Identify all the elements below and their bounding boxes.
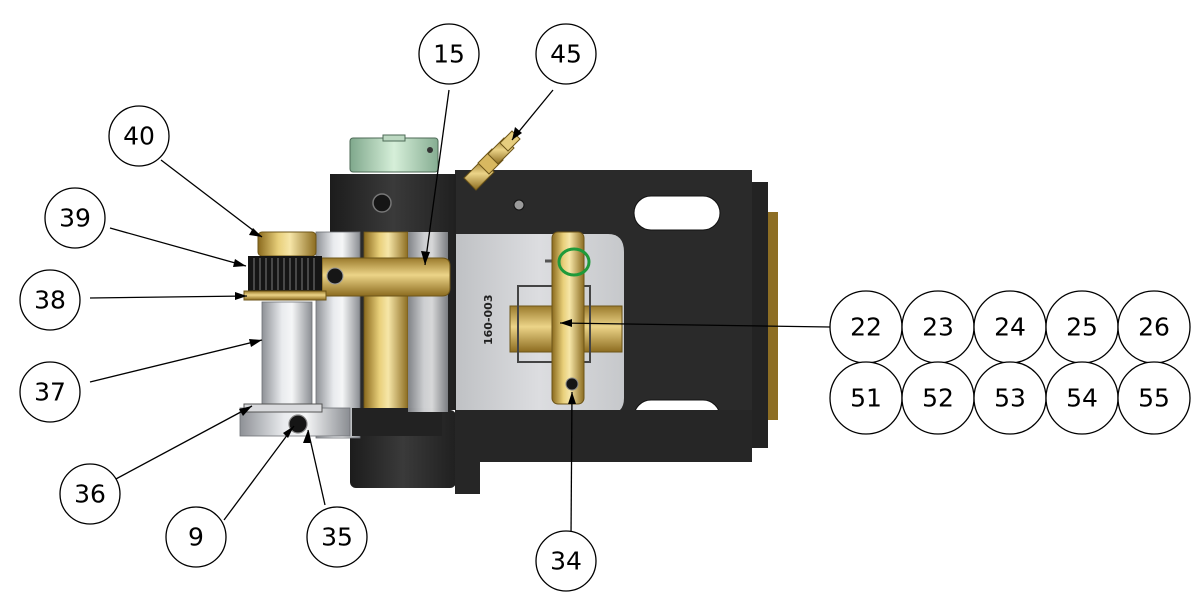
svg-text:39: 39 (59, 204, 91, 233)
svg-text:35: 35 (321, 523, 353, 552)
cap-nub (382, 134, 406, 142)
clamp-arm-screw (326, 267, 344, 285)
balloon-38: 38 (19, 269, 81, 331)
balloon-34: 34 (535, 530, 597, 592)
balloon-36: 36 (59, 463, 121, 525)
leader-lines (89, 89, 831, 538)
svg-text:55: 55 (1138, 384, 1170, 413)
balloon-26: 26 (1117, 290, 1191, 364)
svg-text:9: 9 (188, 523, 204, 552)
shaft-collar-lower (352, 408, 442, 436)
part-marking: 160-003 (482, 295, 495, 346)
svg-text:45: 45 (550, 40, 582, 69)
balloon-9: 9 (165, 506, 227, 568)
balloon-24: 24 (973, 290, 1047, 364)
svg-text:25: 25 (1066, 313, 1098, 342)
timing-pulley (248, 256, 322, 292)
balloon-51: 51 (829, 361, 903, 435)
svg-text:36: 36 (74, 480, 106, 509)
balloon-37: 37 (19, 361, 81, 423)
pin-set-screw (565, 377, 579, 391)
pulley-top-bushing (257, 231, 317, 257)
balloon-54: 54 (1045, 361, 1119, 435)
upper-slot (633, 195, 721, 231)
brass-clamp-arm (321, 257, 451, 297)
balloon-52: 52 (901, 361, 975, 435)
balloon-39: 39 (44, 187, 106, 249)
svg-text:40: 40 (123, 122, 155, 151)
top-cylinder-cap (349, 137, 439, 173)
svg-text:38: 38 (34, 286, 66, 315)
svg-text:37: 37 (34, 378, 66, 407)
pulley-shaft (261, 301, 313, 409)
balloon-40: 40 (108, 105, 170, 167)
svg-text:52: 52 (922, 384, 954, 413)
green-spring (557, 247, 591, 277)
bottom-screw (288, 414, 308, 434)
assembly-artwork: 160-003 (239, 130, 778, 494)
balloon-45: 45 (535, 23, 597, 85)
svg-text:15: 15 (433, 40, 465, 69)
balloon-55: 55 (1117, 361, 1191, 435)
rear-dark-plate (752, 182, 768, 448)
main-body-bottom (455, 410, 752, 494)
balloon-22: 22 (829, 290, 903, 364)
brass-pin (551, 231, 585, 405)
top-hex-screw (372, 193, 392, 213)
upper-hole (513, 199, 525, 211)
svg-text:54: 54 (1066, 384, 1098, 413)
pulley-washer (243, 290, 327, 301)
balloons: 15 45 40 39 38 37 36 9 35 34 22 23 24 25… (19, 23, 1191, 592)
svg-text:34: 34 (550, 547, 582, 576)
svg-text:23: 23 (922, 313, 954, 342)
bottom-washer (243, 403, 323, 413)
svg-text:51: 51 (850, 384, 882, 413)
balloon-53: 53 (973, 361, 1047, 435)
balloon-35: 35 (306, 506, 368, 568)
leader-arrowheads (233, 127, 576, 443)
svg-text:24: 24 (994, 313, 1026, 342)
cap-set-screw (427, 147, 433, 153)
balloon-25: 25 (1045, 290, 1119, 364)
svg-text:22: 22 (850, 313, 882, 342)
balloon-23: 23 (901, 290, 975, 364)
svg-text:26: 26 (1138, 313, 1170, 342)
pulley-teeth (253, 258, 315, 290)
balloon-15: 15 (418, 23, 480, 85)
svg-text:53: 53 (994, 384, 1026, 413)
